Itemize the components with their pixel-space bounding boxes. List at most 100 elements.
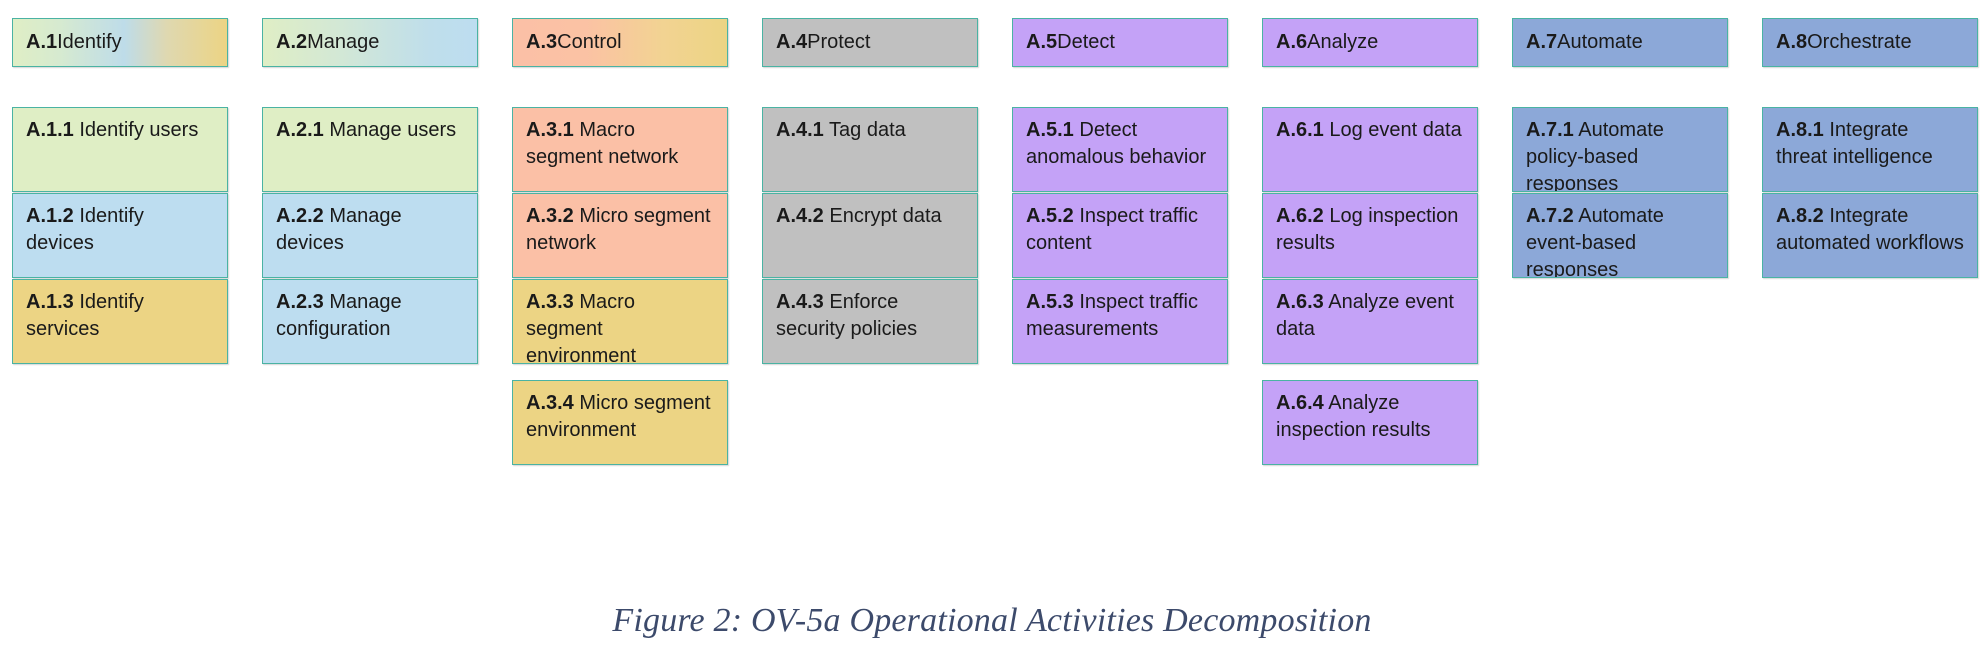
activity-label: Integrate threat intelligence bbox=[1776, 119, 1933, 168]
activity-node-a-5-3[interactable]: A.5.3 Inspect traffic measurements bbox=[1012, 279, 1228, 364]
activity-code: A.1.2 bbox=[26, 205, 74, 227]
activity-node-a-4-1[interactable]: A.4.1 Tag data bbox=[762, 107, 978, 192]
activity-node-a-3-3[interactable]: A.3.3 Macro segment environment bbox=[512, 279, 728, 364]
activity-node-a-2-1[interactable]: A.2.1 Manage users bbox=[262, 107, 478, 192]
activity-node-a-1-3[interactable]: A.1.3 Identify services bbox=[12, 279, 228, 364]
activity-code: A.3 bbox=[526, 31, 558, 53]
activity-label: Identify services bbox=[26, 291, 144, 340]
activity-node-a-2[interactable]: A.2 Manage bbox=[262, 18, 478, 67]
activity-node-a-6-1[interactable]: A.6.1 Log event data bbox=[1262, 107, 1478, 192]
activity-code: A.1.1 bbox=[26, 119, 74, 141]
activity-label: Micro segment network bbox=[526, 205, 711, 254]
activity-label: Enforce security policies bbox=[776, 291, 918, 340]
activity-code: A.6.3 bbox=[1276, 291, 1324, 313]
activity-code: A.3.2 bbox=[526, 205, 574, 227]
activity-code: A.6.4 bbox=[1276, 392, 1324, 414]
activity-code: A.4.3 bbox=[776, 291, 824, 313]
activity-node-a-8[interactable]: A.8 Orchestrate bbox=[1762, 18, 1978, 67]
activity-node-a-7[interactable]: A.7 Automate bbox=[1512, 18, 1728, 67]
activity-label: Automate bbox=[1557, 31, 1643, 53]
activity-node-a-5[interactable]: A.5 Detect bbox=[1012, 18, 1228, 67]
activity-label: Macro segment environment bbox=[526, 291, 637, 364]
activity-code: A.8.1 bbox=[1776, 119, 1824, 141]
activity-label: Detect anomalous behavior bbox=[1026, 119, 1207, 168]
activity-label: Identify users bbox=[79, 119, 199, 141]
activity-node-a-7-1[interactable]: A.7.1 Automate policy-based responses bbox=[1512, 107, 1728, 192]
activity-label: Manage devices bbox=[276, 205, 402, 254]
activity-label: Inspect traffic measurements bbox=[1026, 291, 1198, 340]
activity-code: A.4.1 bbox=[776, 119, 824, 141]
activity-code: A.3.4 bbox=[526, 392, 574, 414]
activity-code: A.1.3 bbox=[26, 291, 74, 313]
activity-code: A.8 bbox=[1776, 31, 1808, 53]
activity-code: A.6 bbox=[1276, 31, 1308, 53]
activity-node-a-6-3[interactable]: A.6.3 Analyze event data bbox=[1262, 279, 1478, 364]
activity-code: A.5.3 bbox=[1026, 291, 1074, 313]
activity-label: Log event data bbox=[1329, 119, 1462, 141]
activity-label: Log inspection results bbox=[1276, 205, 1459, 254]
activity-node-a-6-4[interactable]: A.6.4 Analyze inspection results bbox=[1262, 380, 1478, 465]
activity-node-a-1-1[interactable]: A.1.1 Identify users bbox=[12, 107, 228, 192]
activity-code: A.5.1 bbox=[1026, 119, 1074, 141]
activity-code: A.6.2 bbox=[1276, 205, 1324, 227]
activity-label: Analyze event data bbox=[1276, 291, 1454, 340]
activity-code: A.2.1 bbox=[276, 119, 324, 141]
activity-node-a-3-4[interactable]: A.3.4 Micro segment environment bbox=[512, 380, 728, 465]
activity-label: Orchestrate bbox=[1807, 31, 1912, 53]
activity-node-a-5-1[interactable]: A.5.1 Detect anomalous behavior bbox=[1012, 107, 1228, 192]
activity-node-a-2-3[interactable]: A.2.3 Manage configuration bbox=[262, 279, 478, 364]
activity-code: A.5 bbox=[1026, 31, 1058, 53]
activity-node-a-4[interactable]: A.4 Protect bbox=[762, 18, 978, 67]
activity-node-a-4-2[interactable]: A.4.2 Encrypt data bbox=[762, 193, 978, 278]
activity-code: A.3.3 bbox=[526, 291, 574, 313]
activity-node-a-3[interactable]: A.3 Control bbox=[512, 18, 728, 67]
activity-node-a-7-2[interactable]: A.7.2 Automate event-based responses bbox=[1512, 193, 1728, 278]
activity-label: Identify devices bbox=[26, 205, 144, 254]
activity-code: A.4.2 bbox=[776, 205, 824, 227]
activity-label: Integrate automated workflows bbox=[1776, 205, 1964, 254]
figure-caption: Figure 2: OV-5a Operational Activities D… bbox=[612, 602, 1372, 639]
activity-node-a-8-1[interactable]: A.8.1 Integrate threat intelligence bbox=[1762, 107, 1978, 192]
activity-code: A.1 bbox=[26, 31, 58, 53]
activity-label: Micro segment environment bbox=[526, 392, 711, 441]
activity-node-a-1[interactable]: A.1 Identify bbox=[12, 18, 228, 67]
activity-label: Protect bbox=[807, 31, 871, 53]
activity-label: Manage users bbox=[329, 119, 457, 141]
activity-label: Manage bbox=[307, 31, 380, 53]
activity-label: Automate policy-based responses bbox=[1526, 119, 1664, 192]
activity-node-a-6[interactable]: A.6 Analyze bbox=[1262, 18, 1478, 67]
activity-node-a-3-1[interactable]: A.3.1 Macro segment network bbox=[512, 107, 728, 192]
activity-code: A.7 bbox=[1526, 31, 1558, 53]
activity-node-a-6-2[interactable]: A.6.2 Log inspection results bbox=[1262, 193, 1478, 278]
activity-code: A.2.2 bbox=[276, 205, 324, 227]
activity-label: Analyze bbox=[1307, 31, 1379, 53]
activity-node-a-3-2[interactable]: A.3.2 Micro segment network bbox=[512, 193, 728, 278]
activity-node-a-8-2[interactable]: A.8.2 Integrate automated workflows bbox=[1762, 193, 1978, 278]
activity-node-a-2-2[interactable]: A.2.2 Manage devices bbox=[262, 193, 478, 278]
activity-code: A.7.2 bbox=[1526, 205, 1574, 227]
activity-label: Macro segment network bbox=[526, 119, 679, 168]
activity-code: A.8.2 bbox=[1776, 205, 1824, 227]
activity-code: A.6.1 bbox=[1276, 119, 1324, 141]
activity-code: A.2 bbox=[276, 31, 308, 53]
activity-label: Inspect traffic content bbox=[1026, 205, 1198, 254]
activity-node-a-4-3[interactable]: A.4.3 Enforce security policies bbox=[762, 279, 978, 364]
activity-node-a-5-2[interactable]: A.5.2 Inspect traffic content bbox=[1012, 193, 1228, 278]
activity-label: Tag data bbox=[829, 119, 906, 141]
activity-label: Manage configuration bbox=[276, 291, 402, 340]
activity-node-a-1-2[interactable]: A.1.2 Identify devices bbox=[12, 193, 228, 278]
activity-code: A.4 bbox=[776, 31, 808, 53]
activity-label: Control bbox=[557, 31, 622, 53]
activity-code: A.7.1 bbox=[1526, 119, 1574, 141]
activity-label: Detect bbox=[1057, 31, 1115, 53]
activity-label: Encrypt data bbox=[829, 205, 942, 227]
